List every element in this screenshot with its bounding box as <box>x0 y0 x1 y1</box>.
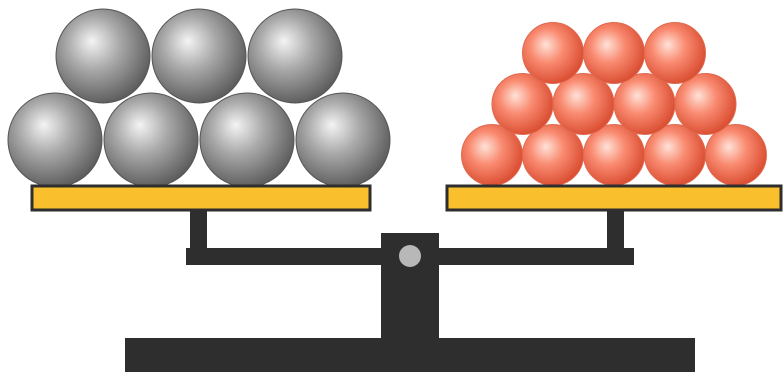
red-ball <box>705 124 767 186</box>
gray-ball <box>55 8 151 104</box>
left-pan-support <box>190 210 207 255</box>
red-ball <box>644 124 706 186</box>
gray-ball <box>7 92 103 188</box>
right-pan <box>445 184 783 212</box>
red-ball <box>491 73 554 135</box>
red-ball <box>522 22 584 84</box>
right-pan-support <box>607 210 624 255</box>
gray-ball <box>247 8 343 104</box>
red-ball <box>583 124 645 186</box>
left-pan <box>30 184 372 212</box>
gray-ball <box>151 8 247 104</box>
gray-ball <box>295 92 391 188</box>
red-ball <box>461 124 523 186</box>
red-ball <box>674 73 737 135</box>
pivot-icon <box>399 245 421 267</box>
gray-ball <box>199 92 295 188</box>
scale-base <box>125 338 695 372</box>
red-ball <box>552 73 615 135</box>
red-ball <box>644 22 706 84</box>
red-ball <box>522 124 584 186</box>
left-pan-balls <box>7 8 391 188</box>
gray-ball <box>103 92 199 188</box>
right-pan-balls <box>461 22 767 186</box>
red-ball <box>583 22 645 84</box>
red-ball <box>613 73 676 135</box>
